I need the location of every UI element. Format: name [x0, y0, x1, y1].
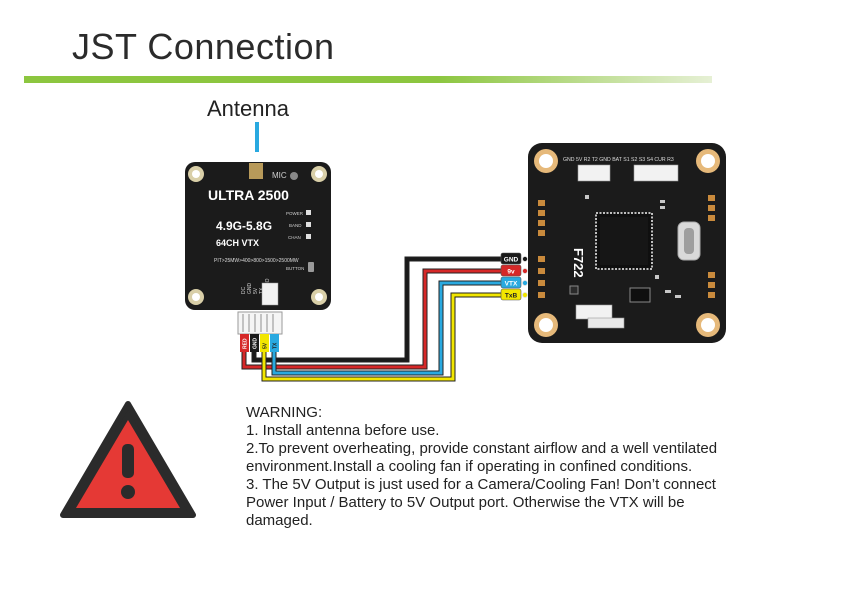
cable-tx [270, 334, 279, 352]
tag-vtx [500, 276, 522, 289]
pin-label-dc: DC [241, 286, 247, 294]
fc-top-pins: GND 5V R2 T2 GND BAT S1 S2 S3 S4 CUR R3 [563, 157, 674, 163]
fc-right-pads [708, 195, 715, 298]
tag-9v-label: 9v [507, 269, 515, 276]
fc-mcu-die [600, 217, 648, 265]
warning-exclamation-dot [121, 485, 135, 499]
tag-gnd [500, 252, 522, 265]
button-label: BUTTON [286, 266, 304, 271]
fc-left-pads [538, 200, 545, 298]
vtx-jst-socket [261, 282, 279, 306]
led-power [306, 210, 311, 215]
flight-controller: GND 5V R2 T2 GND BAT S1 S2 S3 S4 CUR R3 … [522, 143, 726, 343]
cable-labels: RED GND 5V TX [243, 338, 279, 350]
fc-bottom-connector-mid [587, 317, 625, 329]
wire-gnd [252, 257, 520, 362]
fc-mount-holes [534, 149, 720, 337]
cable-gnd [250, 334, 259, 352]
led-label-chan: CHAN [288, 235, 301, 240]
pin-label-gnd: GND [247, 283, 253, 295]
vtx-module: Antenna MIC ULTRA 2500 4.9G-5.8G 64CH VT… [185, 96, 331, 310]
fc-top-connector-right [633, 164, 679, 182]
warning-line-2: 2.To prevent overheating, provide consta… [246, 440, 718, 457]
cable-label-red: RED [243, 338, 249, 349]
jst-plug-body [237, 311, 283, 335]
warning-line-1: 1. Install antenna before use. [246, 422, 440, 439]
title-underline [24, 76, 712, 83]
led-band [306, 222, 311, 227]
wire-tags: GND 9v VTX TxB [500, 252, 522, 301]
antenna-connector [249, 163, 263, 179]
warning-line-3: environment.Install a cooling fan if ope… [246, 458, 693, 475]
warning-icon [60, 401, 196, 518]
warning-heading: WARNING: [246, 404, 323, 421]
warning-exclamation-bar [122, 444, 134, 478]
warning-line-5: Power Input / Battery to 5V Output port.… [246, 494, 685, 511]
antenna-line [255, 122, 259, 152]
page-title: JST Connection [72, 26, 335, 67]
fc-solder-points [522, 256, 528, 298]
jst-plug-pins [242, 314, 274, 332]
cable-label-tx: TX [273, 342, 279, 349]
fc-model: F722 [571, 248, 586, 278]
fc-bottom-connector-left [575, 304, 613, 320]
vtx-jst-plug: RED GND 5V TX [237, 311, 283, 352]
vtx-button [308, 262, 314, 272]
cable-5v [260, 334, 269, 352]
vtx-mount-holes [188, 166, 327, 305]
vtx-board [185, 162, 331, 310]
fc-top-connector-left [577, 164, 611, 182]
pin-label-5v: 5V [253, 287, 259, 294]
tag-gnd-label: GND [504, 257, 519, 264]
warning-text: WARNING: 1. Install antenna before use. … [246, 404, 836, 530]
wire-txb [262, 293, 520, 381]
tag-txb-label: TxB [505, 293, 518, 300]
mic-icon [290, 172, 298, 180]
wire-vtx [272, 281, 520, 375]
tag-9v [500, 264, 522, 277]
led-label-band: BAND [289, 223, 302, 228]
cable-label-gnd: GND [253, 338, 259, 350]
vtx-frequency: 4.9G-5.8G [216, 219, 272, 233]
warning-line-4: 3. The 5V Output is just used for a Came… [246, 476, 716, 493]
wire-9v [242, 269, 520, 369]
fc-components [569, 195, 681, 303]
vtx-channels: 64CH VTX [216, 238, 259, 248]
wire-harness [241, 256, 520, 382]
led-chan [306, 234, 311, 239]
tag-txb [500, 288, 522, 301]
vtx-model: ULTRA 2500 [208, 187, 289, 203]
led-label-power: POWER [286, 211, 304, 216]
mic-label: MIC [272, 171, 287, 180]
tag-vtx-label: VTX [505, 281, 518, 288]
vtx-power-levels: PIT>25MW>400>800>1500>2500MW [214, 258, 299, 264]
warning-line-6: damaged. [246, 512, 313, 529]
fc-usb-inner [684, 228, 694, 254]
antenna-label: Antenna [207, 96, 290, 121]
cable-red [240, 334, 249, 352]
cable-label-5v: 5V [263, 342, 269, 349]
